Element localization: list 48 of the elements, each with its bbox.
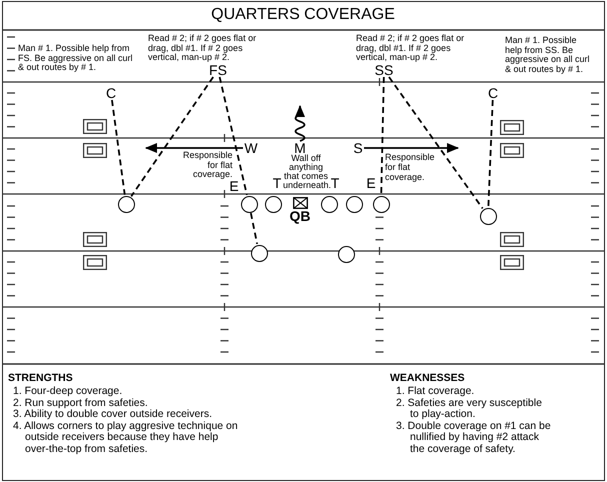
dashed-line [380, 76, 385, 195]
player-circle [372, 196, 390, 212]
dashed-line [250, 212, 258, 244]
dashed-line [111, 100, 126, 195]
list-item: 3. Ability to double cover outside receivers. [13, 409, 212, 421]
dashed-line [130, 76, 214, 197]
arrow [145, 143, 243, 153]
coverage-note: Responsible for flat coverage. [183, 151, 233, 180]
list-item: 3. Double coverage on #1 can be nullified by having #2 attack the coverage of safety. [396, 420, 552, 456]
position-label: QB [288, 210, 312, 223]
coverage-note: Man # 1. Possible help from SS. Be aggressive on all curl & out routes by # 1. [505, 36, 591, 74]
position-label: FS [208, 64, 228, 76]
coverage-note: Read # 2; if # 2 goes flat or drag, dbl #1. If # 2 goes vertical, man-up # 2. [356, 34, 466, 62]
dashed-line [487, 100, 494, 207]
player-circle [480, 208, 496, 224]
position-label: T [330, 177, 340, 189]
player-circle [320, 196, 338, 212]
player-circle [346, 196, 362, 212]
diagram-title: QUARTERS COVERAGE [211, 5, 395, 24]
list-item: 1. Four-deep coverage. [13, 386, 122, 398]
coverage-note: Responsible for flat coverage. [385, 152, 435, 182]
position-label: E [229, 180, 239, 192]
position-label: C [488, 87, 498, 99]
section-heading: STRENGTHS [8, 372, 73, 384]
coverage-note: Man # 1. Possible help from FS. Be aggressive on all curl & out routes by # 1. [18, 44, 134, 72]
position-label: W [244, 142, 258, 154]
position-label: M [294, 142, 306, 154]
position-label: E [366, 177, 376, 189]
dashed-line [388, 76, 484, 209]
wavy-arrow [294, 105, 306, 142]
list-item: 2. Safeties are very susceptible to play-action. [396, 398, 543, 421]
list-item: 4. Allows corners to play aggresive technique on outside receivers because they have help over-the-top from safeties. [13, 420, 238, 456]
list-item: 2. Run support from safeties. [13, 398, 148, 409]
player-circle [118, 196, 134, 212]
player-circle [250, 244, 268, 262]
player-circle [240, 196, 258, 212]
position-label: T [272, 177, 282, 189]
player-circle [338, 246, 354, 262]
position-label: S [353, 142, 363, 154]
arrow [364, 143, 459, 153]
coverage-note: Wall off anything that comes underneath. [283, 154, 329, 190]
list-item: 1. Flat coverage. [396, 386, 474, 398]
coverage-note: Read # 2; if # 2 goes flat or drag, dbl #1. If # 2 goes vertical, man-up # 2. [148, 34, 258, 62]
position-label: C [106, 87, 116, 99]
section-heading: WEAKNESSES [390, 372, 465, 384]
player-circle [264, 196, 282, 212]
dashed-line [218, 76, 248, 196]
position-label: SS [374, 64, 394, 76]
